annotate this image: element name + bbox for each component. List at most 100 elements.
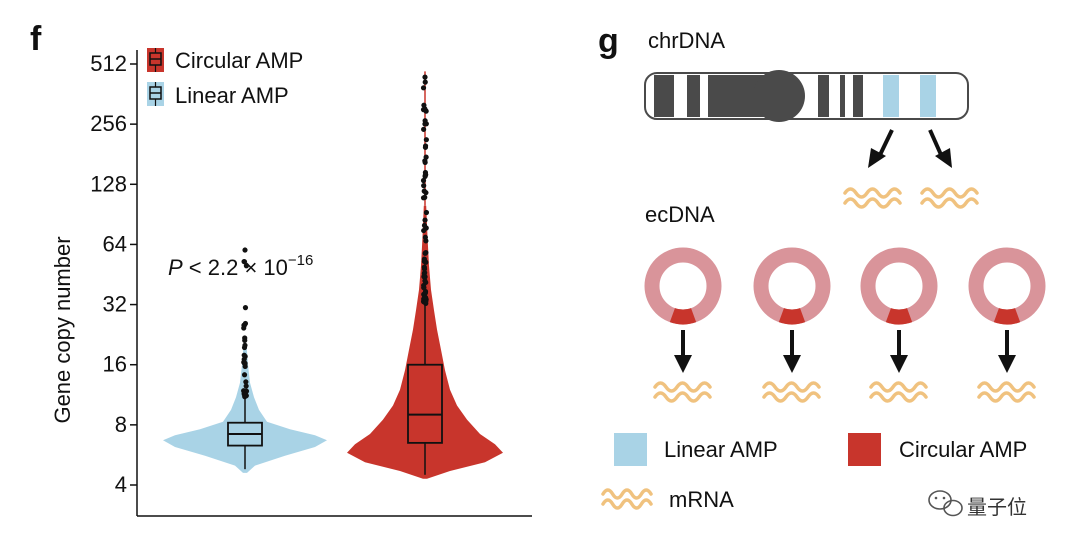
mrna-strand <box>843 197 902 209</box>
outlier-point <box>421 183 427 189</box>
panel-g-legend: Linear AMP Circular AMP mRNA <box>601 433 1027 512</box>
y-tick-label: 128 <box>90 171 127 196</box>
mrna-strand <box>601 498 653 510</box>
circular-amp-segment <box>778 307 806 325</box>
y-tick-label: 16 <box>103 352 127 377</box>
chart-legend: Circular AMP Linear AMP <box>147 48 303 108</box>
outlier-point <box>243 263 250 269</box>
legend-swatch-circular <box>848 433 881 466</box>
arrow-head <box>783 355 801 373</box>
arrow-head <box>890 355 908 373</box>
mrna-strand <box>653 391 712 403</box>
watermark-text: 量子位 <box>967 495 1027 519</box>
outlier-point <box>242 305 249 311</box>
outlier-point <box>423 209 430 216</box>
outlier-point <box>421 294 428 300</box>
mrna-strand <box>601 488 653 500</box>
outlier-point <box>422 79 428 85</box>
outlier-point <box>422 250 428 256</box>
mrna-strand <box>977 391 1036 403</box>
outlier-point <box>421 258 427 264</box>
outlier-point <box>241 372 248 378</box>
legend-label-circular: Circular AMP <box>175 48 303 73</box>
p-value-annotation: P < 2.2 × 10−16 <box>168 252 313 280</box>
wechat-icon <box>928 490 963 517</box>
outlier-point <box>422 270 428 276</box>
outlier-point <box>421 126 427 132</box>
outlier-point <box>422 278 428 284</box>
outlier-point <box>422 144 429 150</box>
y-tick-label: 512 <box>90 51 127 76</box>
outlier-point <box>423 238 429 244</box>
outlier-point <box>421 264 427 270</box>
ecdna-label: ecDNA <box>645 202 715 227</box>
outlier-point <box>242 247 248 253</box>
outlier-point <box>241 344 248 351</box>
legend-item-circular: Circular AMP <box>147 48 303 73</box>
outlier-point <box>422 74 428 80</box>
outlier-point <box>421 227 427 234</box>
linear-amp-band-1 <box>883 75 899 117</box>
panel-g-letter: g <box>598 22 619 60</box>
outlier-point <box>423 171 429 178</box>
arrow-head <box>674 355 692 373</box>
legend-g-circular-label: Circular AMP <box>899 437 1027 462</box>
y-tick-label: 8 <box>115 412 127 437</box>
legend-label-linear: Linear AMP <box>175 83 289 108</box>
chrdna-label: chrDNA <box>648 28 725 53</box>
mrna-strand <box>653 381 712 393</box>
mrna-chr-group <box>843 187 979 209</box>
y-tick-label: 4 <box>115 472 127 497</box>
outlier-point <box>421 284 427 291</box>
outlier-point <box>421 222 428 229</box>
outlier-point <box>241 259 248 265</box>
outlier-point <box>423 298 429 305</box>
outlier-point <box>421 274 427 280</box>
ecdna-ring <box>644 247 722 403</box>
violin-circular <box>347 71 503 479</box>
outlier-point <box>420 177 427 184</box>
outlier-point <box>242 394 248 400</box>
chromosome <box>644 70 969 122</box>
watermark: 量子位 <box>928 490 1027 519</box>
outlier-point <box>243 383 249 389</box>
mrna-strand <box>869 381 928 393</box>
violin-linear <box>163 247 327 473</box>
y-axis-label: Gene copy number <box>50 236 75 423</box>
outlier-point <box>421 188 427 194</box>
outlier-point <box>422 194 428 200</box>
circular-amp-segment <box>885 307 913 325</box>
mrna-strand <box>977 381 1036 393</box>
legend-swatch-linear <box>614 433 647 466</box>
arrow-head <box>998 355 1016 373</box>
mrna-strand <box>869 391 928 403</box>
y-tick-label: 64 <box>103 231 127 256</box>
legend-g-mrna-label: mRNA <box>669 487 734 512</box>
outlier-point <box>422 289 429 296</box>
outlier-point <box>422 159 428 166</box>
box <box>407 363 443 444</box>
outlier-point <box>422 217 428 223</box>
outlier-point <box>243 379 249 385</box>
circular-amp-segment <box>669 307 697 325</box>
ecdna-ring <box>753 247 831 403</box>
circular-amp-segment <box>993 307 1021 325</box>
legend-g-linear-label: Linear AMP <box>664 437 778 462</box>
outlier-point <box>423 121 429 127</box>
mrna-strand <box>762 381 821 393</box>
outlier-point <box>242 361 248 367</box>
outlier-point <box>423 137 429 143</box>
mrna-strand <box>920 187 979 199</box>
y-tick-label: 256 <box>90 111 127 136</box>
mrna-strand <box>762 391 821 403</box>
panel-f-letter: f <box>30 20 42 58</box>
outlier-point <box>421 102 427 108</box>
mrna-strand <box>920 197 979 209</box>
ecdna-ring <box>968 247 1046 403</box>
ecdna-rings <box>644 247 1046 403</box>
outlier-point <box>242 335 248 341</box>
legend-swatch-mrna <box>601 488 653 510</box>
linear-amp-band-2 <box>920 75 936 117</box>
